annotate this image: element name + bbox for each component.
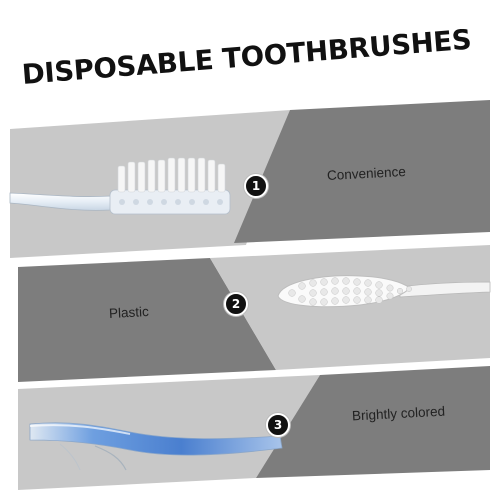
feature-number-badge-3: 3 bbox=[266, 413, 290, 437]
toothbrush-head-top-view-icon bbox=[277, 275, 491, 308]
blue-toothbrush-handle-icon bbox=[29, 422, 283, 471]
feature-number-badge-2: 2 bbox=[224, 292, 248, 316]
panel-light-3 bbox=[18, 375, 320, 490]
feature-number-badge-1: 1 bbox=[244, 174, 268, 198]
toothbrush-head-side-view-icon bbox=[9, 157, 231, 215]
feature-label-plastic: Plastic bbox=[108, 303, 150, 322]
panel-dark-3 bbox=[256, 366, 490, 478]
panel-light-2 bbox=[210, 245, 490, 370]
panel-dark-1 bbox=[234, 100, 490, 243]
panel-dark-2 bbox=[18, 258, 276, 382]
